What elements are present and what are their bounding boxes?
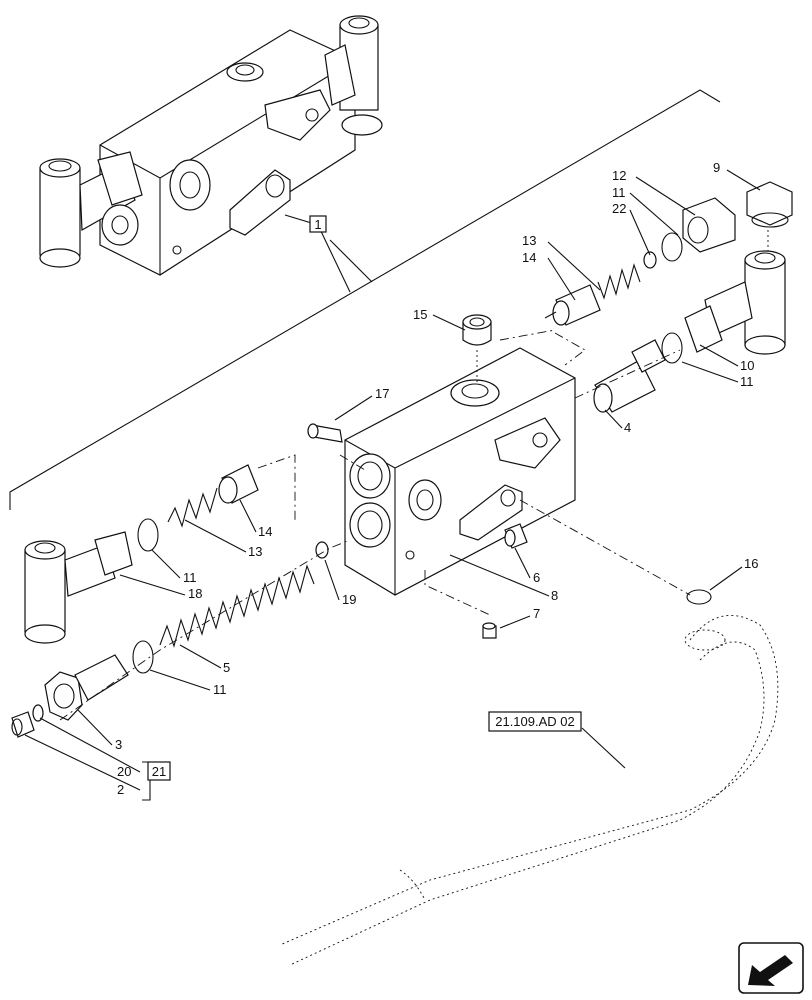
- part-17-pin: [307, 423, 343, 443]
- part-10-elbow: [684, 250, 786, 355]
- part-labels: 9 12 11 22 13 14 15 17 10 11 4 14 13 11 …: [115, 160, 758, 797]
- part-11-oring-left: [137, 518, 159, 552]
- label-5: 5: [223, 660, 230, 675]
- label-17: 17: [375, 386, 389, 401]
- label-box-1: [309, 215, 327, 233]
- reference-label[interactable]: 21.109.AD 02: [495, 714, 575, 729]
- inset-frame-line: [9, 89, 721, 510]
- part-14-piston-lower: [218, 464, 259, 504]
- label-19: 19: [342, 592, 356, 607]
- part-11-oring-top: [661, 232, 683, 262]
- label-10: 10: [740, 358, 754, 373]
- part-14-piston-upper: [544, 284, 601, 326]
- arrow-icon[interactable]: [738, 942, 804, 994]
- part-22-washer: [643, 251, 657, 269]
- part-6-bushing: [504, 523, 528, 549]
- part-4-sleeve: [593, 339, 666, 413]
- part-16-oring: [686, 589, 712, 605]
- leader-lines: [24, 169, 761, 801]
- label-14-a: 14: [522, 250, 536, 265]
- part-9-cap: [746, 181, 793, 228]
- reference-box[interactable]: [488, 711, 582, 732]
- label-11-a: 11: [612, 185, 626, 200]
- hose-21-109-ad-02: [279, 614, 779, 966]
- label-13-b: 13: [248, 544, 262, 559]
- valve-body-8: [344, 347, 576, 596]
- label-16: 16: [744, 556, 758, 571]
- part-12-nut: [682, 197, 736, 253]
- label-8: 8: [551, 588, 558, 603]
- label-11-c: 11: [183, 570, 197, 585]
- part-18-elbow: [24, 531, 133, 644]
- hose-axis: [519, 499, 691, 596]
- label-1: 1: [314, 217, 321, 232]
- part-13-spring-upper: [597, 263, 641, 300]
- label-20: 20: [117, 764, 131, 779]
- part-19-washer: [315, 541, 329, 559]
- part-5-spring: [159, 564, 315, 648]
- label-6: 6: [533, 570, 540, 585]
- part-20-washer: [32, 704, 44, 722]
- label-box-21: [147, 761, 171, 781]
- part-3-plug: [44, 654, 129, 721]
- label-11-b: 11: [740, 374, 754, 389]
- part-2-plug: [11, 711, 35, 738]
- label-13-a: 13: [522, 233, 536, 248]
- assembled-valve-inset: [39, 15, 383, 276]
- label-7: 7: [533, 606, 540, 621]
- part-7-pin: [482, 622, 497, 639]
- label-12: 12: [612, 168, 626, 183]
- part-13-spring-lower: [167, 487, 218, 528]
- label-2: 2: [117, 782, 124, 797]
- label-9: 9: [713, 160, 720, 175]
- label-11-d: 11: [213, 682, 227, 697]
- label-21: 21: [152, 764, 166, 779]
- label-15: 15: [413, 307, 427, 322]
- part-11-oring-right: [661, 332, 683, 364]
- label-3: 3: [115, 737, 122, 752]
- label-4: 4: [624, 420, 631, 435]
- label-18: 18: [188, 586, 202, 601]
- label-14-b: 14: [258, 524, 272, 539]
- part-15-plug: [462, 314, 492, 346]
- part-11-oring-lower: [132, 640, 154, 674]
- label-22: 22: [612, 201, 626, 216]
